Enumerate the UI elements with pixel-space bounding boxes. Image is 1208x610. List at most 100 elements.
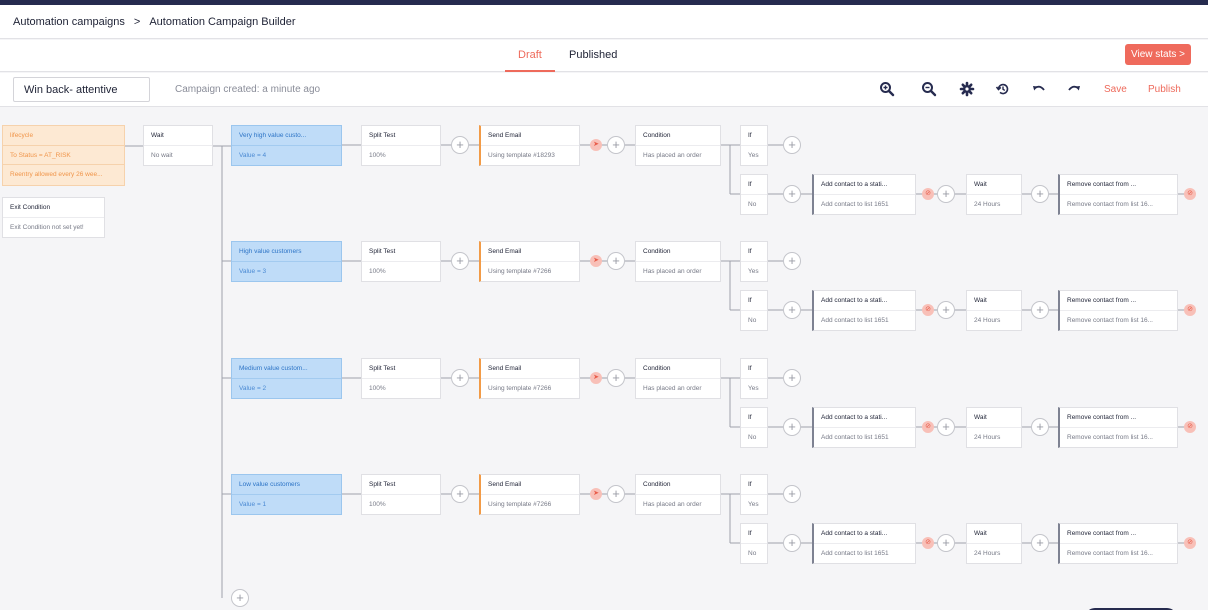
- remove-from-list-node-title: Remove contact from ...: [1060, 175, 1177, 195]
- zoom-out-icon[interactable]: [921, 81, 937, 97]
- add-step-button[interactable]: +: [1031, 301, 1049, 319]
- stop-icon: ⊘: [1184, 537, 1196, 549]
- add-to-list-node[interactable]: Add contact to a stati...Add contact to …: [812, 290, 916, 331]
- add-step-button[interactable]: +: [607, 485, 625, 503]
- add-step-button[interactable]: +: [451, 136, 469, 154]
- add-step-button[interactable]: +: [451, 369, 469, 387]
- save-button[interactable]: Save: [1104, 84, 1127, 95]
- stop-icon: ⊘: [922, 188, 934, 200]
- add-step-button[interactable]: +: [783, 418, 801, 436]
- wait-node-title: Wait: [967, 175, 1021, 195]
- add-to-list-node[interactable]: Add contact to a stati...Add contact to …: [812, 407, 916, 448]
- add-step-button[interactable]: +: [451, 252, 469, 270]
- undo-icon[interactable]: [1031, 81, 1047, 97]
- add-step-button[interactable]: +: [607, 252, 625, 270]
- add-step-button[interactable]: +: [783, 534, 801, 552]
- split-test-node-title: Split Test: [362, 126, 440, 146]
- view-stats-button[interactable]: View stats >: [1125, 44, 1191, 65]
- remove-from-list-node[interactable]: Remove contact from ...Remove contact fr…: [1058, 290, 1178, 331]
- split-test-node-title: Split Test: [362, 475, 440, 495]
- exit-condition-text: Exit Condition not set yet!: [10, 224, 84, 231]
- tab-draft[interactable]: Draft: [505, 49, 555, 72]
- campaign-name-input[interactable]: [13, 77, 150, 102]
- condition-node-title: Condition: [636, 359, 720, 379]
- add-to-list-node[interactable]: Add contact to a stati...Add contact to …: [812, 174, 916, 215]
- add-step-button[interactable]: +: [783, 301, 801, 319]
- add-step-button[interactable]: +: [1031, 418, 1049, 436]
- stop-icon: ⊘: [1184, 304, 1196, 316]
- remove-from-list-node[interactable]: Remove contact from ...Remove contact fr…: [1058, 407, 1178, 448]
- remove-from-list-node[interactable]: Remove contact from ...Remove contact fr…: [1058, 174, 1178, 215]
- builder-toolbar: Campaign created: a minute ago Save Publ…: [0, 73, 1208, 107]
- remove-from-list-node-title: Remove contact from ...: [1060, 291, 1177, 311]
- exit-condition-node[interactable]: Exit Condition Exit Condition not set ye…: [2, 197, 105, 238]
- workflow-canvas[interactable]: lifecycle To Status = AT_RISK Reentry al…: [0, 108, 1208, 610]
- history-icon[interactable]: [995, 81, 1011, 97]
- add-step-button[interactable]: +: [783, 369, 801, 387]
- add-step-button[interactable]: +: [783, 485, 801, 503]
- lifecycle-trigger-node[interactable]: lifecycle To Status = AT_RISK Reentry al…: [2, 125, 125, 186]
- add-branch-button[interactable]: +: [231, 589, 249, 607]
- segment-node[interactable]: Very high value custo...Value = 4: [231, 125, 342, 166]
- add-step-button[interactable]: +: [783, 185, 801, 203]
- add-step-button[interactable]: +: [607, 136, 625, 154]
- add-step-button[interactable]: +: [451, 485, 469, 503]
- segment-node[interactable]: Medium value custom...Value = 2: [231, 358, 342, 399]
- send-email-node-text: Using template #7266: [488, 385, 552, 392]
- add-step-button[interactable]: +: [607, 369, 625, 387]
- tab-published[interactable]: Published: [569, 49, 618, 61]
- gear-icon[interactable]: [959, 81, 975, 97]
- add-step-button[interactable]: +: [937, 185, 955, 203]
- if-no-node-text: No: [748, 434, 757, 441]
- publish-button[interactable]: Publish: [1148, 84, 1181, 95]
- send-email-node-text: Using template #7266: [488, 268, 552, 275]
- add-step-button[interactable]: +: [937, 534, 955, 552]
- zoom-in-icon[interactable]: [879, 81, 895, 97]
- wait-start-node[interactable]: Wait No wait: [143, 125, 213, 166]
- floating-help-button[interactable]: [1085, 608, 1177, 610]
- if-yes-node-title: If: [741, 359, 767, 379]
- campaign-created-text: Campaign created: a minute ago: [175, 84, 321, 95]
- condition-node-text: Has placed an order: [643, 152, 702, 159]
- condition-node-title: Condition: [636, 126, 720, 146]
- add-step-button[interactable]: +: [1031, 534, 1049, 552]
- add-step-button[interactable]: +: [783, 136, 801, 154]
- segment-node-text: Value = 3: [239, 268, 267, 275]
- remove-from-list-node-text: Remove contact from list 16...: [1067, 434, 1153, 441]
- add-step-button[interactable]: +: [937, 301, 955, 319]
- remove-from-list-node[interactable]: Remove contact from ...Remove contact fr…: [1058, 523, 1178, 564]
- add-to-list-node-text: Add contact to list 1651: [821, 201, 889, 208]
- add-to-list-node[interactable]: Add contact to a stati...Add contact to …: [812, 523, 916, 564]
- breadcrumb-parent-link[interactable]: Automation campaigns: [13, 16, 125, 28]
- add-step-button[interactable]: +: [937, 418, 955, 436]
- add-step-button[interactable]: +: [783, 252, 801, 270]
- redo-icon[interactable]: [1066, 81, 1082, 97]
- add-step-button[interactable]: +: [1031, 185, 1049, 203]
